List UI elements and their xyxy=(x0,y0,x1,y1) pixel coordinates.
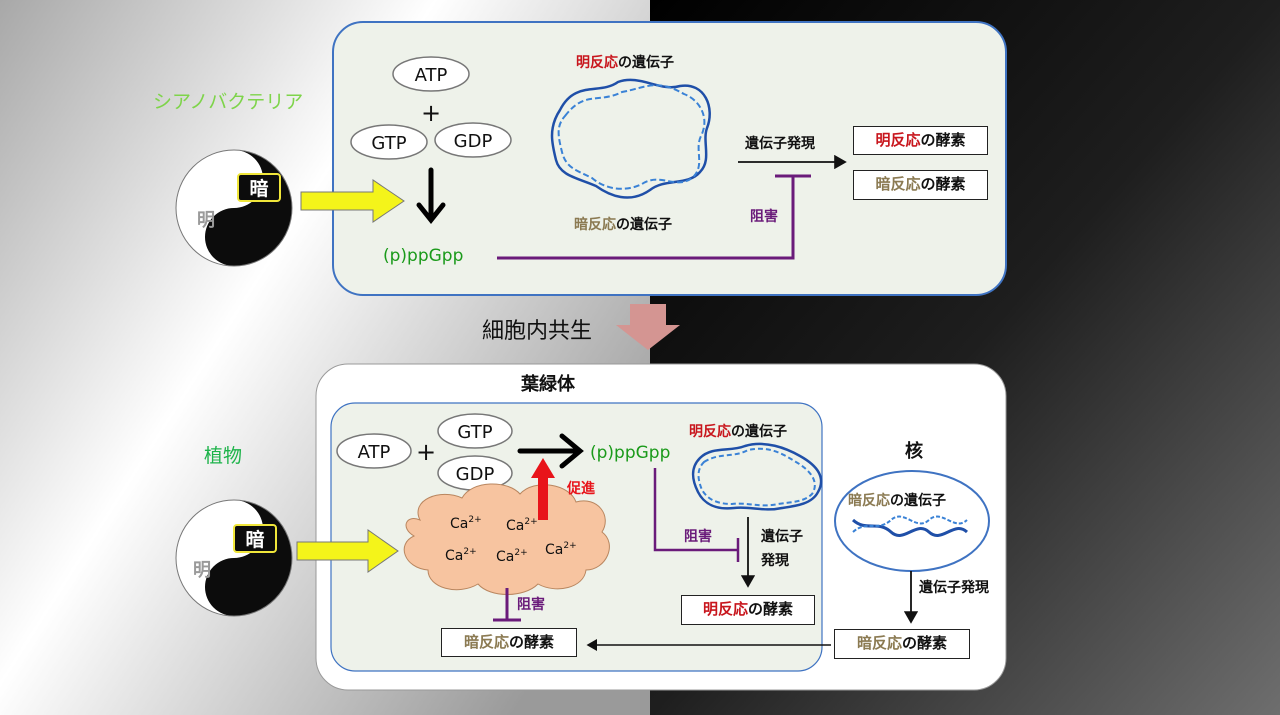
dark-gene-nucleus: 暗反応の遺伝子 xyxy=(848,492,946,509)
cyanobacteria-label: シアノバクテリア xyxy=(153,91,303,113)
calcium-ion-1: Ca2+ xyxy=(450,515,482,532)
light-signal-arrow-bottom xyxy=(296,529,399,573)
chloroplast-label: 葉緑体 xyxy=(520,373,576,395)
cyanobacteria-panel xyxy=(332,21,1007,296)
dark-enzyme-box-chloroplast: 暗反応の酵素 xyxy=(441,628,577,657)
endosymbiosis-arrow xyxy=(616,304,680,350)
promote-arrow xyxy=(531,458,555,520)
gtp-text-bottom: GTP xyxy=(457,422,492,443)
gtp-text: GTP xyxy=(371,133,406,154)
dark-enzyme-top-part2: の酵素 xyxy=(920,175,966,193)
ppgpp-inhibition-label: 阻害 xyxy=(684,528,712,545)
light-gene-top: 明反応の遺伝子 xyxy=(576,54,674,71)
gdp-text: GDP xyxy=(454,131,493,152)
dark-enzyme-nucleus-part2: の酵素 xyxy=(902,634,948,652)
ppgpp-label-bottom: (p)ppGpp xyxy=(590,443,670,463)
gdp-node xyxy=(434,122,512,158)
yin-yang-icon-bottom xyxy=(175,499,293,617)
dark-enzyme-top-part1: 暗反応 xyxy=(875,175,921,193)
gdp-text-bottom: GDP xyxy=(456,464,495,485)
promote-label: 促進 xyxy=(566,480,595,497)
atp-text-bottom: ATP xyxy=(358,442,391,463)
yin-yang-icon xyxy=(175,149,293,267)
plus-sign-bottom: + xyxy=(416,438,436,466)
expression-label-chloroplast-1: 遺伝子 xyxy=(761,528,803,545)
dna-loop-chloroplast xyxy=(691,442,823,511)
dark-label-box-bottom xyxy=(233,524,277,553)
dark-label-bottom: 暗 xyxy=(245,528,264,551)
dark-enzyme-chloro-part1: 暗反応 xyxy=(463,633,509,651)
light-enzyme-top-part1: 明反応 xyxy=(875,131,921,149)
light-enzyme-chloro-part2: の酵素 xyxy=(748,600,794,618)
nucleus-label: 核 xyxy=(905,440,923,462)
expression-label-top: 遺伝子発現 xyxy=(745,135,815,152)
light-enzyme-top-part2: の酵素 xyxy=(920,131,966,149)
endosymbiosis-label: 細胞内共生 xyxy=(482,319,592,344)
plus-sign: + xyxy=(421,99,441,127)
light-gene-chloroplast: 明反応の遺伝子 xyxy=(689,423,787,440)
dark-gene-top: 暗反応の遺伝子 xyxy=(574,216,672,233)
ppgpp-inhibition-line xyxy=(653,468,738,552)
calcium-ion-3: Ca2+ xyxy=(445,547,477,564)
dna-helix-nucleus xyxy=(851,515,969,537)
expression-label-nucleus: 遺伝子発現 xyxy=(919,579,989,596)
light-enzyme-box-top: 明反応の酵素 xyxy=(853,126,988,155)
inhibition-label-top: 阻害 xyxy=(750,208,778,225)
gtp-node-bottom xyxy=(437,413,513,449)
synthesis-arrow-bottom xyxy=(517,433,584,469)
light-label: 明 xyxy=(197,210,215,231)
plant-label: 植物 xyxy=(204,445,242,467)
dark-label: 暗 xyxy=(249,177,268,200)
calcium-ion-2: Ca2+ xyxy=(506,517,538,534)
light-signal-arrow xyxy=(300,179,405,223)
inhibition-line-top xyxy=(497,176,795,260)
atp-text: ATP xyxy=(415,65,448,86)
calcium-ion-5: Ca2+ xyxy=(545,541,577,558)
synthesis-arrow xyxy=(416,167,446,225)
light-enzyme-chloro-part1: 明反応 xyxy=(702,600,748,618)
light-enzyme-box-chloroplast: 明反応の酵素 xyxy=(681,595,815,625)
atp-node-bottom xyxy=(336,433,412,469)
dark-enzyme-nucleus-part1: 暗反応 xyxy=(856,634,902,652)
dark-label-box xyxy=(237,173,281,202)
light-label-bottom: 明 xyxy=(193,560,211,581)
expression-label-chloroplast-2: 発現 xyxy=(760,552,789,569)
atp-node xyxy=(392,56,470,92)
dark-enzyme-box-nucleus: 暗反応の酵素 xyxy=(834,629,970,659)
calcium-inhibition-label: 阻害 xyxy=(517,596,545,613)
calcium-cloud xyxy=(403,483,610,595)
gtp-node xyxy=(350,124,428,160)
calcium-ions: Ca2+ Ca2+ Ca2+ Ca2+ Ca2+ xyxy=(445,515,577,565)
ppgpp-label: (p)ppGpp xyxy=(383,246,463,266)
dark-enzyme-chloro-part2: の酵素 xyxy=(509,633,555,651)
dna-loop-top xyxy=(550,78,711,199)
calcium-ion-4: Ca2+ xyxy=(496,548,528,565)
dark-enzyme-box-top: 暗反応の酵素 xyxy=(853,170,988,200)
